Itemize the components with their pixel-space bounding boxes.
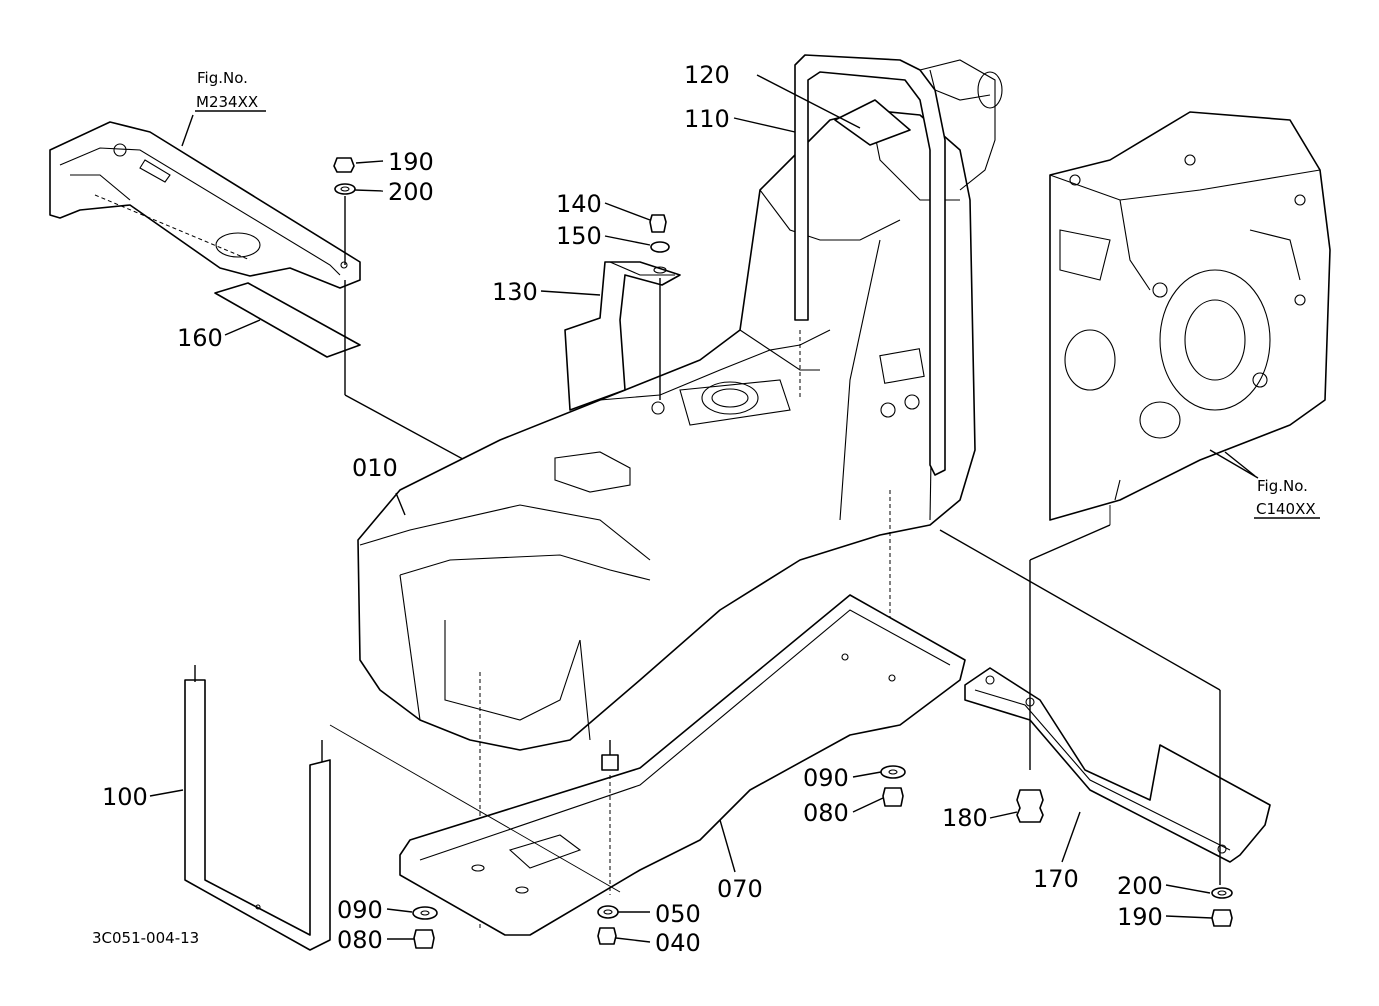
callout-160: 160 bbox=[177, 324, 223, 352]
callout-080: 080 bbox=[337, 926, 383, 954]
callout-180: 180 bbox=[942, 804, 988, 832]
callout-090: 090 bbox=[337, 896, 383, 924]
part-050-stud bbox=[601, 740, 619, 895]
callout-190: 190 bbox=[1117, 903, 1163, 931]
part-170-bracket bbox=[964, 524, 1271, 863]
leader-lines bbox=[149, 74, 1256, 943]
fig-ref-code: M234XX bbox=[196, 93, 258, 111]
part-070-tank-under-plate bbox=[399, 594, 966, 936]
callout-150: 150 bbox=[556, 222, 602, 250]
callout-120: 120 bbox=[684, 61, 730, 89]
callout-010: 010 bbox=[352, 454, 398, 482]
part-190-200-right-hardware bbox=[939, 529, 1233, 927]
fig-ref-code: C140XX bbox=[1256, 500, 1316, 518]
callout-040: 040 bbox=[655, 929, 701, 957]
callout-050: 050 bbox=[655, 900, 701, 928]
drawing-code: 3C051-004-13 bbox=[92, 929, 199, 947]
part-010-fuel-tank bbox=[357, 59, 1003, 930]
fig-ref-prefix: Fig.No. bbox=[1257, 477, 1308, 495]
part-180-mount bbox=[1016, 789, 1044, 823]
callout-110: 110 bbox=[684, 105, 730, 133]
part-130-bracket bbox=[564, 261, 681, 411]
upper-bracket-drawing bbox=[49, 121, 361, 289]
part-100-tank-band bbox=[184, 665, 621, 951]
callout-200: 200 bbox=[388, 178, 434, 206]
part-080-090-center-hardware bbox=[880, 765, 906, 807]
fig-ref-prefix: Fig.No. bbox=[197, 69, 248, 87]
callout-170: 170 bbox=[1033, 865, 1079, 893]
callout-130: 130 bbox=[492, 278, 538, 306]
part-140-150-bolt-washer bbox=[649, 214, 670, 253]
fig-ref-c140xx: Fig.No. C140XX bbox=[1254, 477, 1320, 519]
part-040-050-hardware bbox=[597, 905, 619, 945]
callout-070: 070 bbox=[717, 875, 763, 903]
fig-ref-m234xx: Fig.No. M234XX bbox=[195, 69, 266, 112]
callout-190: 190 bbox=[388, 148, 434, 176]
part-120-rubber-pad bbox=[834, 99, 911, 146]
part-160-plate bbox=[214, 282, 361, 358]
callout-100: 100 bbox=[102, 783, 148, 811]
callout-090: 090 bbox=[803, 764, 849, 792]
callout-200: 200 bbox=[1117, 872, 1163, 900]
callout-080: 080 bbox=[803, 799, 849, 827]
part-080-090-left-hardware bbox=[412, 906, 438, 949]
callout-140: 140 bbox=[556, 190, 602, 218]
transmission-case-drawing bbox=[1049, 111, 1331, 525]
part-110-tank-band bbox=[794, 54, 946, 476]
